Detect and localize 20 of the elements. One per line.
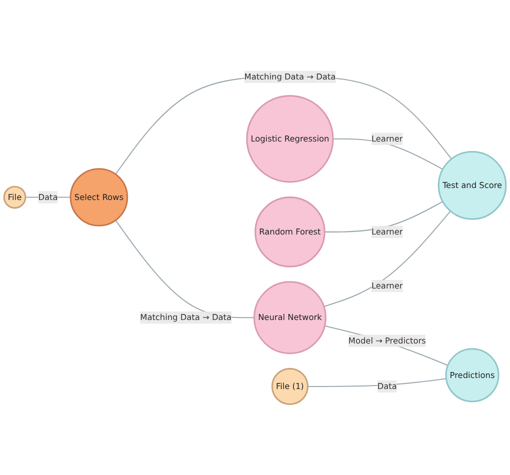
node-circle: File bbox=[3, 186, 26, 209]
connector bbox=[324, 210, 451, 308]
node-circle: Random Forest bbox=[254, 196, 326, 268]
node-circle: Predictions bbox=[445, 348, 500, 402]
edge-label: Matching Data → Data bbox=[140, 312, 232, 322]
connector bbox=[324, 325, 448, 366]
node-circle: File (1) bbox=[271, 368, 308, 405]
edge-label: Learner bbox=[371, 226, 403, 237]
edge-label: Matching Data → Data bbox=[244, 72, 336, 82]
edge-label: Learner bbox=[371, 280, 403, 291]
node-circle: Test and Score bbox=[438, 151, 507, 220]
node-circle: Logistic Regression bbox=[246, 95, 334, 183]
edge-label: Model → Predictors bbox=[348, 336, 426, 346]
node-circle: Neural Network bbox=[253, 281, 326, 354]
edge-label: Data bbox=[377, 381, 397, 392]
connector bbox=[308, 378, 446, 387]
edge-label: Learner bbox=[371, 134, 403, 144]
edge-label: Data bbox=[38, 192, 58, 202]
node-circle: Select Rows bbox=[70, 168, 128, 226]
connector bbox=[115, 76, 452, 175]
